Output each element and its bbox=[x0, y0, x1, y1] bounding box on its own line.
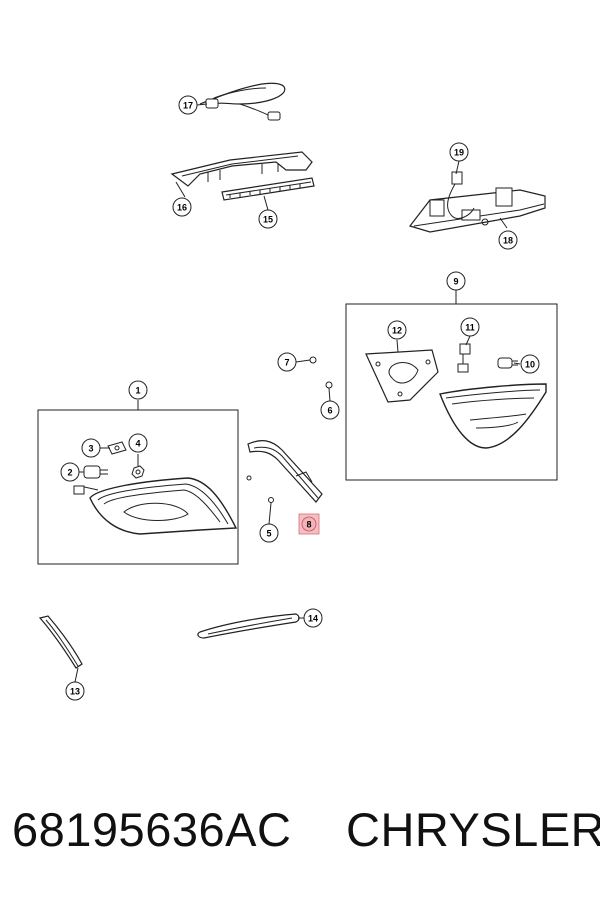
svg-text:3: 3 bbox=[88, 444, 93, 454]
svg-text:16: 16 bbox=[177, 203, 187, 213]
callout-19: 19 bbox=[449, 142, 469, 162]
svg-text:8: 8 bbox=[306, 520, 311, 530]
svg-text:9: 9 bbox=[453, 277, 458, 287]
svg-text:1: 1 bbox=[135, 386, 140, 396]
gasket-plate-12 bbox=[365, 349, 439, 403]
nut-4 bbox=[131, 465, 145, 479]
svg-text:15: 15 bbox=[263, 215, 273, 225]
tail-lamp-1 bbox=[73, 477, 238, 535]
nut-7 bbox=[309, 356, 317, 364]
callout-5: 5 bbox=[259, 523, 279, 543]
callout-9: 9 bbox=[446, 271, 466, 291]
nut-6 bbox=[325, 381, 333, 389]
svg-text:19: 19 bbox=[454, 148, 464, 158]
callout-3: 3 bbox=[81, 438, 101, 458]
gasket-3 bbox=[107, 441, 127, 455]
trim-piece-8 bbox=[247, 440, 323, 503]
svg-text:12: 12 bbox=[392, 326, 402, 336]
callout-7: 7 bbox=[277, 352, 297, 372]
svg-text:10: 10 bbox=[525, 360, 535, 370]
callout-10: 10 bbox=[520, 354, 540, 374]
callout-12: 12 bbox=[387, 320, 407, 340]
lamp-strip-15 bbox=[221, 177, 315, 201]
svg-text:13: 13 bbox=[70, 687, 80, 697]
svg-text:4: 4 bbox=[135, 439, 140, 449]
footer: 68195636AC CHRYSLER bbox=[0, 795, 600, 865]
group-box-9 bbox=[345, 303, 558, 481]
callout-4: 4 bbox=[128, 433, 148, 453]
callout-16: 16 bbox=[172, 197, 192, 217]
bulb-10 bbox=[497, 357, 518, 369]
bracket-16 bbox=[170, 151, 313, 187]
reflector-14 bbox=[197, 613, 300, 639]
svg-text:17: 17 bbox=[183, 101, 193, 111]
callout-2: 2 bbox=[60, 462, 80, 482]
svg-text:5: 5 bbox=[266, 529, 271, 539]
screw-misc bbox=[246, 475, 252, 481]
screw-5 bbox=[268, 497, 274, 503]
inner-lamp-9 bbox=[439, 383, 547, 449]
socket-11 bbox=[457, 343, 471, 373]
svg-text:7: 7 bbox=[284, 358, 289, 368]
callout-11: 11 bbox=[460, 317, 480, 337]
svg-text:14: 14 bbox=[308, 614, 318, 624]
molding-13 bbox=[38, 615, 83, 669]
wiring-harness-17 bbox=[199, 82, 286, 121]
callout-13: 13 bbox=[65, 681, 85, 701]
brake-lamp-assembly-18 bbox=[408, 171, 546, 233]
callout-8-highlighted: 8 bbox=[298, 513, 320, 535]
parts-diagram: 17 16 15 19 18 9 7 6 12 11 10 1 3 4 2 5 … bbox=[37, 82, 558, 701]
svg-text:18: 18 bbox=[503, 236, 513, 246]
brand-name: CHRYSLER bbox=[346, 803, 600, 856]
part-number: 68195636AC bbox=[12, 803, 292, 856]
callout-17: 17 bbox=[178, 95, 198, 115]
svg-text:2: 2 bbox=[67, 468, 72, 478]
callout-6: 6 bbox=[320, 400, 340, 420]
callout-14: 14 bbox=[303, 608, 323, 628]
svg-text:6: 6 bbox=[327, 406, 332, 416]
callout-18: 18 bbox=[498, 230, 518, 250]
callout-1: 1 bbox=[128, 380, 148, 400]
callout-15: 15 bbox=[258, 209, 278, 229]
svg-text:11: 11 bbox=[465, 323, 475, 333]
